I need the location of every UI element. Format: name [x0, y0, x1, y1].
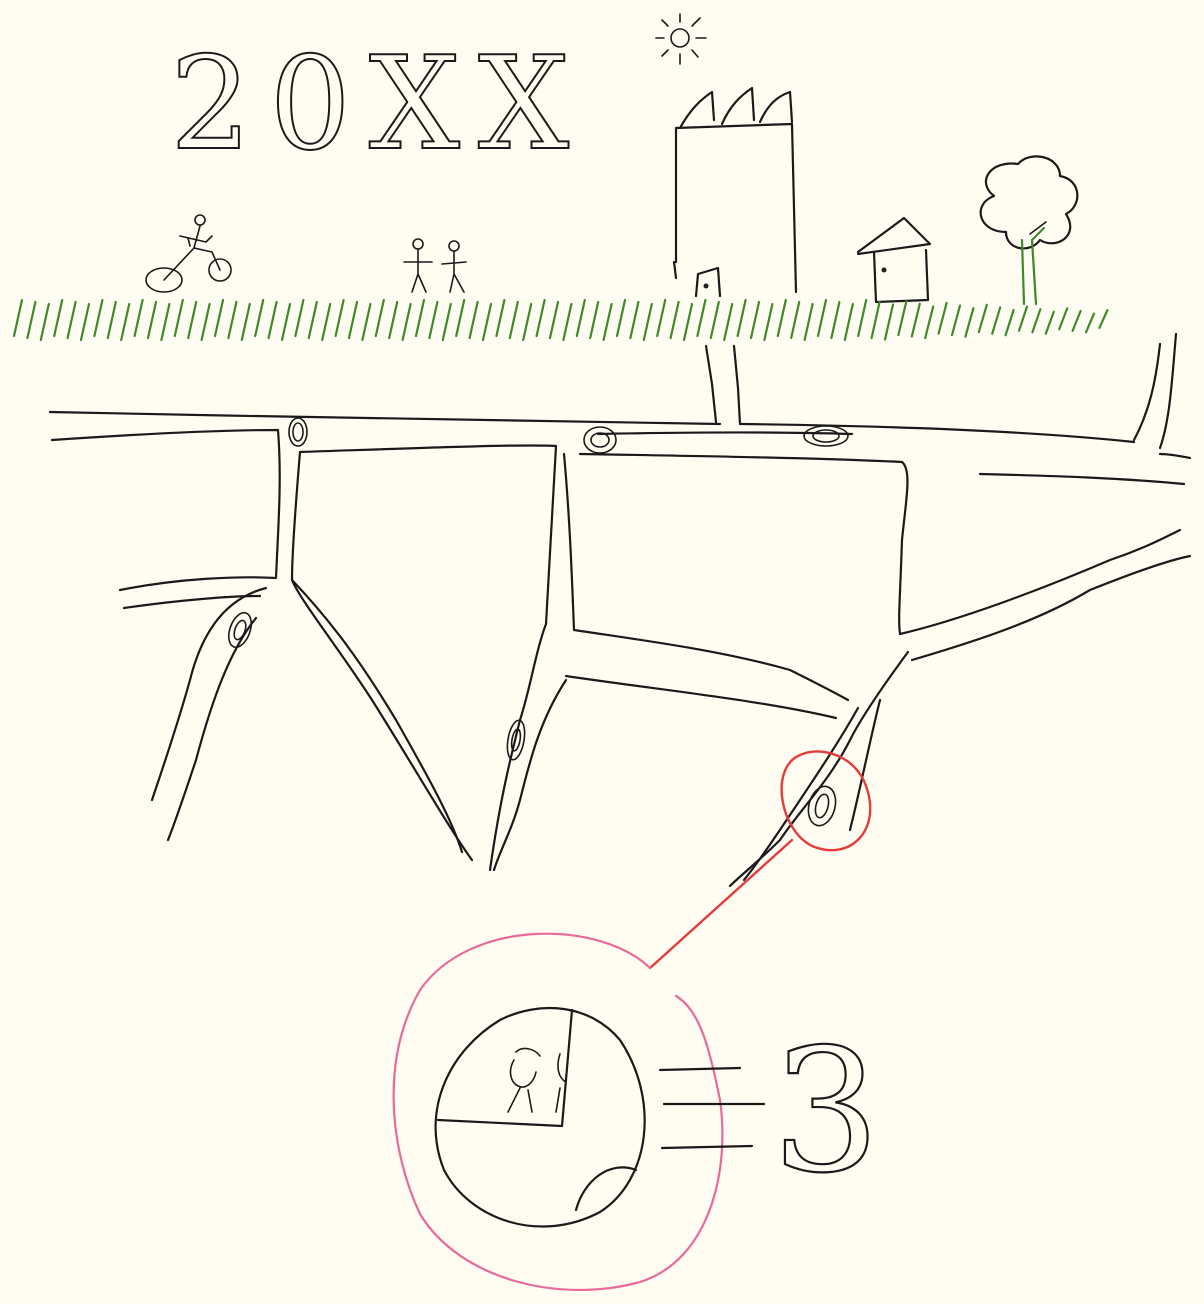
grass-tuft [577, 300, 585, 336]
grass-tuft [778, 300, 786, 336]
tree-icon [981, 156, 1078, 304]
grass-tuft [68, 302, 76, 338]
grass-tuft [1006, 310, 1014, 335]
grass-tuft [14, 300, 22, 336]
grass-tuft [965, 308, 973, 336]
grass-tuft [1073, 311, 1081, 331]
grass-tuft [456, 300, 464, 336]
grass-tuft [161, 304, 169, 340]
grass-tuft [41, 304, 49, 340]
grass-tuft [322, 304, 330, 340]
grass-tuft [336, 300, 344, 336]
grass-tuft [175, 300, 183, 336]
grass-tuft [188, 302, 196, 338]
sun-icon [656, 14, 706, 64]
grass-tuft [483, 304, 491, 340]
grass-tuft [952, 306, 960, 336]
grass-tuft [872, 302, 880, 338]
grass-tuft [108, 302, 116, 338]
grass-tuft [898, 301, 906, 335]
grass-tuft [403, 304, 411, 340]
grass-tuft [617, 300, 625, 336]
grass-tuft [751, 302, 759, 338]
grass-tuft [27, 302, 35, 338]
grass-tuft [202, 304, 210, 340]
grass-tuft [644, 304, 652, 340]
grass-tuft [1059, 308, 1067, 329]
grass-tuft [979, 305, 987, 332]
grass-tuft [738, 300, 746, 336]
grass-tuft [429, 302, 437, 338]
grass-tuft [630, 302, 638, 338]
grass-tuft [496, 300, 504, 336]
grass-tuft [228, 302, 236, 338]
grass-tuft [349, 302, 357, 338]
grass-tuft [671, 302, 679, 338]
grass-tuft [416, 300, 424, 336]
grass-tuft [215, 300, 223, 336]
grass-tuft [269, 302, 277, 338]
grass-tuft [590, 302, 598, 338]
grass-tuft [54, 300, 62, 336]
grass-tuft [1086, 314, 1094, 333]
grass-tuft [939, 303, 947, 334]
grass-tuft [1019, 307, 1027, 331]
grass-tuft [94, 300, 102, 336]
cyclist-icon [146, 215, 231, 292]
grass-tuft [362, 304, 370, 340]
grass-tuft [523, 304, 531, 340]
grass-tuft [563, 304, 571, 340]
grass-tuft [550, 302, 558, 338]
grass-tuft [148, 302, 156, 338]
grass-tuft [791, 302, 799, 338]
grass-tuft [376, 300, 384, 336]
grass-tuft [470, 302, 478, 338]
grass-tuft [697, 300, 705, 336]
grass-tuft [309, 302, 317, 338]
grass-tuft [443, 304, 451, 340]
grass-tuft [912, 304, 920, 337]
zoom-bubble [394, 934, 723, 1290]
grass-tuft [537, 300, 545, 336]
grass-tuft [282, 304, 290, 340]
title-lettering: 20XX [170, 30, 587, 179]
tunnel-network [50, 334, 1190, 886]
grass-tuft [831, 302, 839, 338]
grass-tuft [711, 302, 719, 338]
tower-icon [674, 88, 796, 424]
grass-tuft [121, 304, 129, 340]
grass-tuft [255, 300, 263, 336]
grass-tuft [389, 302, 397, 338]
title-text: 20XX [170, 30, 587, 179]
grass-tuft [684, 304, 692, 340]
grass-tuft [885, 305, 893, 340]
grass-tuft [805, 304, 813, 340]
grass-tuft [925, 306, 933, 338]
grass-tuft [135, 300, 143, 336]
grass-strip [14, 300, 1107, 340]
grass-tuft [242, 304, 250, 340]
grass-tuft [1099, 310, 1107, 328]
grass-tuft [510, 302, 518, 338]
grass-tuft [818, 300, 826, 336]
grass-tuft [724, 304, 732, 340]
grass-tuft [764, 304, 772, 340]
grass-tuft [295, 300, 303, 336]
grass-tuft [81, 304, 89, 340]
grass-tuft [992, 307, 1000, 333]
house-icon [858, 218, 930, 302]
grass-tuft [1032, 309, 1040, 332]
grass-tuft [845, 304, 853, 340]
grass-tuft [657, 300, 665, 336]
grass-tuft [604, 304, 612, 340]
people-icon [404, 239, 466, 292]
grass-tuft [1046, 312, 1054, 334]
callout-number: 3 [772, 1013, 880, 1211]
grass-tuft [858, 300, 866, 336]
